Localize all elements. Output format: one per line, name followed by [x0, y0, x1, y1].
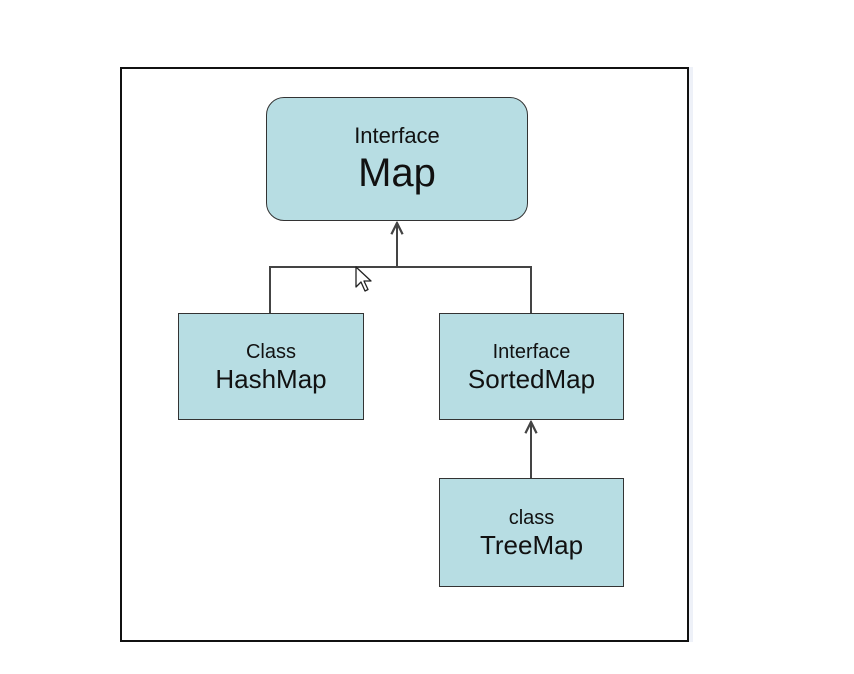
treemap-class-node: class TreeMap [439, 478, 624, 587]
hashmap-name-label: HashMap [215, 363, 327, 394]
map-interface-node: Interface Map [266, 97, 528, 221]
frame-edge-shade [687, 67, 693, 642]
sortedmap-name-label: SortedMap [467, 363, 596, 394]
hashmap-kind-label: Class [245, 340, 296, 363]
sortedmap-interface-node: Interface SortedMap [439, 313, 624, 420]
treemap-kind-label: class [508, 506, 555, 529]
map-name-label: Map [358, 151, 436, 195]
connector-hashmap-to-map [269, 266, 532, 313]
treemap-name-label: TreeMap [479, 529, 584, 560]
sortedmap-kind-label: Interface [492, 340, 571, 363]
mouse-pointer-icon [355, 266, 372, 292]
hashmap-class-node: Class HashMap [178, 313, 364, 420]
map-kind-label: Interface [354, 123, 440, 148]
